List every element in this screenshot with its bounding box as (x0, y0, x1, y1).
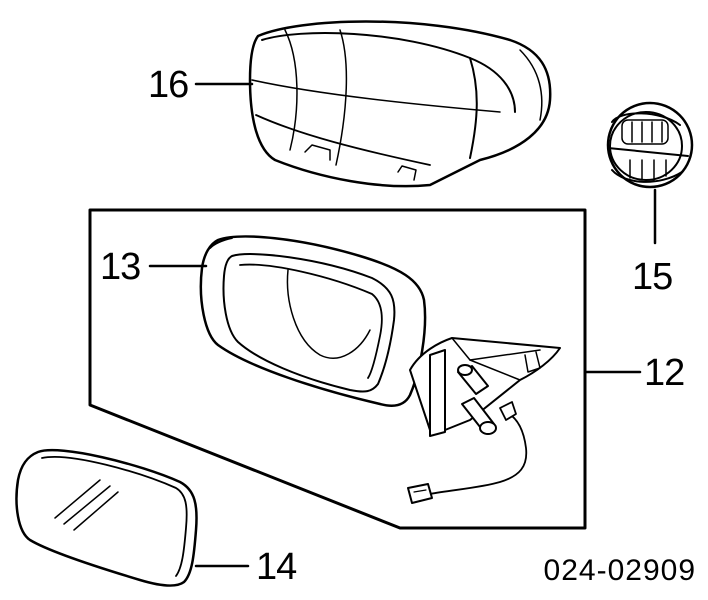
mirror-glass-part (15, 448, 198, 587)
mirror-motor-part (407, 337, 561, 504)
reference-code: 024-02909 (543, 554, 696, 587)
callout-16: 16 (148, 64, 189, 106)
mirror-cover-part (248, 20, 552, 188)
mirror-housing-part (199, 235, 427, 407)
mirror-clip-part (606, 101, 694, 189)
assembly-outline-box (88, 208, 587, 530)
callout-15: 15 (632, 256, 673, 298)
callout-13: 13 (100, 246, 141, 288)
callout-12: 12 (644, 352, 685, 394)
callout-14: 14 (256, 546, 297, 588)
